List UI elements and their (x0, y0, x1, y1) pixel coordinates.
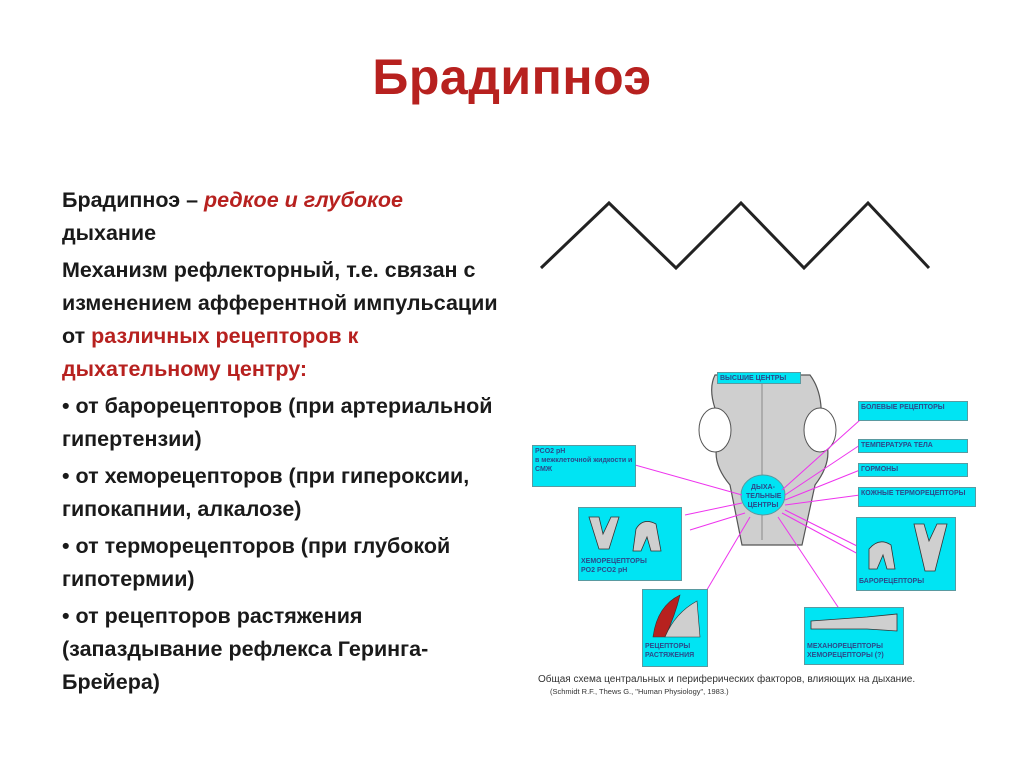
baroreceptors-label: БАРОРЕЦЕПТОРЫ (859, 578, 925, 585)
bullet-thermoreceptors: • от терморецепторов (при глубокой гипот… (62, 534, 451, 591)
brainstem-arrows-graphic (634, 374, 866, 626)
mechanoreceptors-label: МЕХАНОРЕЦЕПТОРЫ ХЕМОРЕЦЕПТОРЫ (?) (807, 643, 884, 659)
mechanism-highlight: различных рецепторов к дыхательному цент… (62, 324, 359, 381)
chemoreceptor-drawing (588, 516, 662, 552)
respiratory-centers-label: ДЫХА-ТЕЛЬНЫЕ ЦЕНТРЫ (746, 484, 782, 509)
baroreceptor-drawing (868, 523, 948, 572)
definition-highlight: редкое и глубокое (204, 188, 403, 212)
text-content: Брадипноэ – редкое и глубокое дыхание Ме… (62, 184, 512, 703)
mechanism-text: Механизм рефлекторный, т.е. связан с изм… (62, 258, 498, 348)
diagram-caption: Общая схема центральных и периферических… (538, 674, 916, 685)
definition-rest: дыхание (62, 221, 157, 245)
body-temperature-box: ТЕМПЕРАТУРА ТЕЛА (858, 439, 968, 453)
airway-drawing (810, 613, 898, 632)
page-title: Брадипноэ (372, 49, 652, 105)
lung-drawing (652, 594, 701, 638)
respiratory-control-diagram: ВЫСШИЕ ЦЕНТРЫ ДЫХА-ТЕЛЬНЫЕ ЦЕНТРЫ БОЛЕВЫ… (520, 355, 990, 705)
mechanism-paragraph: Механизм рефлекторный, т.е. связан с изм… (62, 254, 512, 386)
skin-thermoreceptors-box: КОЖНЫЕ ТЕРМОРЕЦЕПТОРЫ (858, 487, 976, 507)
chemoreceptors-box: ХЕМОРЕЦЕПТОРЫ PO2 PCO2 pH (578, 507, 682, 581)
pain-receptors-box: БОЛЕВЫЕ РЕЦЕПТОРЫ (858, 401, 968, 421)
stretch-receptors-box: РЕЦЕПТОРЫ РАСТЯЖЕНИЯ (642, 589, 708, 667)
mechanoreceptors-box: МЕХАНОРЕЦЕПТОРЫ ХЕМОРЕЦЕПТОРЫ (?) (804, 607, 904, 665)
chemoreceptors-label: ХЕМОРЕЦЕПТОРЫ PO2 PCO2 pH (581, 558, 647, 574)
bullet-chemoreceptors: • от хеморецепторов (при гипероксии, гип… (62, 464, 470, 521)
breathing-wave-graphic (539, 200, 931, 271)
csf-pco2-box: PCO2 pH в межклеточной жидкости и СМЖ (532, 445, 636, 487)
diagram-source: (Schmidt R.F., Thews G., "Human Physiolo… (550, 687, 729, 696)
hormones-box: ГОРМОНЫ (858, 463, 968, 477)
bullet-stretch-receptors: • от рецепторов растяжения (запаздывание… (62, 604, 429, 694)
definition-paragraph: Брадипноэ – редкое и глубокое дыхание (62, 184, 512, 250)
definition-term: Брадипноэ – (62, 188, 205, 212)
baroreceptors-box: БАРОРЕЦЕПТОРЫ (856, 517, 956, 591)
higher-centers-box: ВЫСШИЕ ЦЕНТРЫ (717, 372, 801, 384)
bullet-baroreceptors: • от барорецепторов (при артериальной ги… (62, 394, 493, 451)
stretch-receptors-label: РЕЦЕПТОРЫ РАСТЯЖЕНИЯ (645, 643, 695, 659)
